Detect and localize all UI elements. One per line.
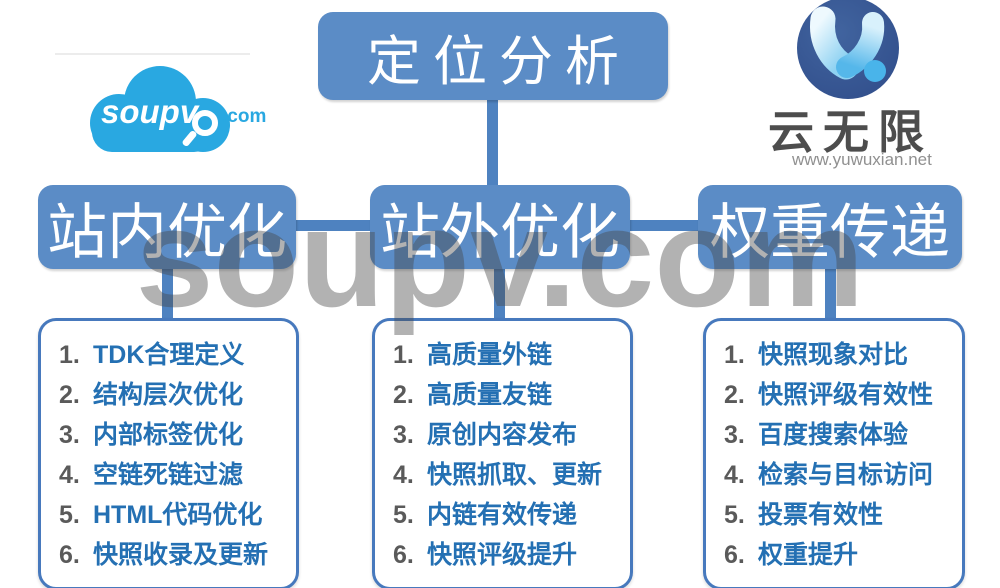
item-text: 原创内容发布 xyxy=(427,421,578,449)
item-number: 4. xyxy=(59,461,80,489)
list-item: 6. 权重提升 xyxy=(706,535,962,575)
list-item: 2. 结构层次优化 xyxy=(41,375,296,415)
list-item: 5. 内链有效传递 xyxy=(375,495,630,535)
list-item: 1. 快照现象对比 xyxy=(706,335,962,375)
item-text: 检索与目标访问 xyxy=(758,461,934,489)
item-number: 4. xyxy=(393,461,414,489)
item-number: 1. xyxy=(59,341,80,369)
branch-node-weight-transfer: 权重传递 xyxy=(698,185,962,269)
item-number: 2. xyxy=(59,381,80,409)
yunwuxian-logo-url: www.yuwuxian.net xyxy=(792,150,932,169)
item-number: 5. xyxy=(393,501,414,529)
item-number: 1. xyxy=(724,341,745,369)
item-number: 3. xyxy=(59,421,80,449)
item-text: 内链有效传递 xyxy=(427,501,578,529)
connector-branch-1-stub xyxy=(494,266,505,322)
soupv-logo-text: soupv xyxy=(101,93,199,130)
item-text: 高质量友链 xyxy=(427,381,553,409)
connector-root-vertical xyxy=(487,98,498,188)
item-text: TDK合理定义 xyxy=(93,341,245,369)
list-item: 4. 检索与目标访问 xyxy=(706,455,962,495)
item-text: 快照抓取、更新 xyxy=(427,461,603,489)
item-number: 3. xyxy=(393,421,414,449)
item-number: 5. xyxy=(59,501,80,529)
magnifier-icon xyxy=(192,110,218,136)
connector-right-horizontal xyxy=(628,220,700,231)
yunwuxian-logo-title: 云无限 xyxy=(768,106,933,158)
list-item: 4. 快照抓取、更新 xyxy=(375,455,630,495)
item-number: 6. xyxy=(59,541,80,569)
branch-node-label: 权重传递 xyxy=(710,198,950,266)
item-text: 快照收录及更新 xyxy=(93,541,269,569)
list-item: 1. 高质量外链 xyxy=(375,335,630,375)
item-text: 权重提升 xyxy=(758,541,859,569)
item-number: 5. xyxy=(724,501,745,529)
item-text: 快照评级提升 xyxy=(427,541,578,569)
branch-node-label: 站内优化 xyxy=(47,198,287,266)
list-item: 4. 空链死链过滤 xyxy=(41,455,296,495)
item-text: 结构层次优化 xyxy=(93,381,244,409)
list-item: 1. TDK合理定义 xyxy=(41,335,296,375)
item-number: 4. xyxy=(724,461,745,489)
list-box-onsite: 1. TDK合理定义 2. 结构层次优化 3. 内部标签优化 4. 空链死链过滤… xyxy=(38,318,299,588)
item-text: 高质量外链 xyxy=(427,341,553,369)
item-number: 2. xyxy=(724,381,745,409)
list-item: 3. 内部标签优化 xyxy=(41,415,296,455)
item-text: 快照评级有效性 xyxy=(758,381,934,409)
list-item: 6. 快照收录及更新 xyxy=(41,535,296,575)
connector-left-horizontal xyxy=(294,220,372,231)
item-text: 投票有效性 xyxy=(758,501,884,529)
list-item: 3. 原创内容发布 xyxy=(375,415,630,455)
list-item: 2. 高质量友链 xyxy=(375,375,630,415)
list-box-weight: 1. 快照现象对比 2. 快照评级有效性 3. 百度搜索体验 4. 检索与目标访… xyxy=(703,318,965,588)
soupv-logo: soupv .com xyxy=(0,0,300,170)
list-item: 6. 快照评级提升 xyxy=(375,535,630,575)
branch-node-label: 站外优化 xyxy=(380,198,620,266)
list-item: 5. HTML代码优化 xyxy=(41,495,296,535)
soupv-logo-tld: .com xyxy=(222,106,267,127)
item-number: 6. xyxy=(724,541,745,569)
branch-node-offsite-optimization: 站外优化 xyxy=(370,185,630,269)
item-text: 百度搜索体验 xyxy=(758,421,909,449)
item-text: 内部标签优化 xyxy=(93,421,244,449)
item-text: HTML代码优化 xyxy=(93,501,263,529)
connector-branch-2-stub xyxy=(825,266,836,322)
logo-divider-line xyxy=(55,53,250,55)
yunwuxian-logo: 云无限 www.yuwuxian.net xyxy=(760,0,1000,180)
root-node-label: 定位分析 xyxy=(367,31,631,92)
list-item: 2. 快照评级有效性 xyxy=(706,375,962,415)
item-text: 快照现象对比 xyxy=(758,341,909,369)
item-number: 3. xyxy=(724,421,745,449)
branch-node-onsite-optimization: 站内优化 xyxy=(38,185,296,269)
root-node-positioning-analysis: 定位分析 xyxy=(318,12,668,100)
item-number: 2. xyxy=(393,381,414,409)
list-item: 5. 投票有效性 xyxy=(706,495,962,535)
item-number: 1. xyxy=(393,341,414,369)
connector-branch-0-stub xyxy=(162,266,173,322)
yunwuxian-circle-icon xyxy=(797,0,899,99)
list-box-offsite: 1. 高质量外链 2. 高质量友链 3. 原创内容发布 4. 快照抓取、更新 5… xyxy=(372,318,633,588)
item-text: 空链死链过滤 xyxy=(93,461,244,489)
list-item: 3. 百度搜索体验 xyxy=(706,415,962,455)
item-number: 6. xyxy=(393,541,414,569)
